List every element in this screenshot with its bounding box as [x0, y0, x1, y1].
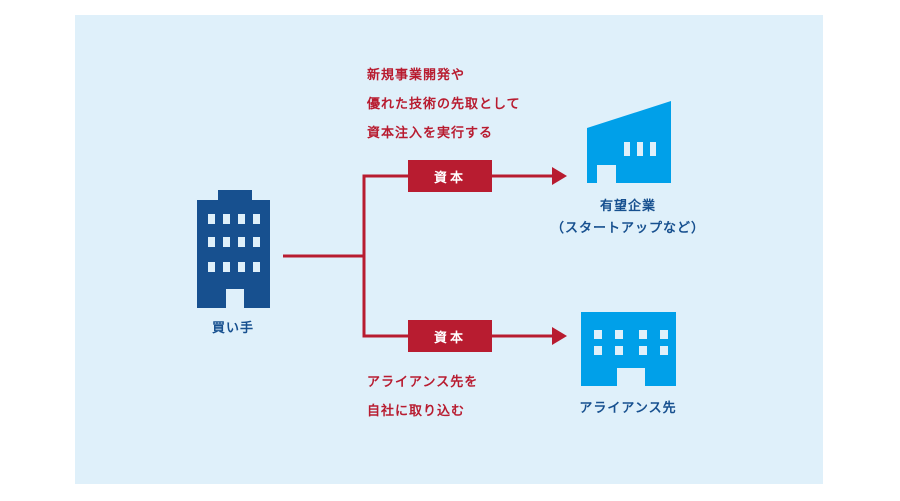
arrowhead-top-icon: [552, 167, 567, 185]
startup-description-line: 新規事業開発や: [367, 68, 466, 83]
startup-label-line: （スタートアップなど）: [550, 221, 705, 236]
startup-description-line: 優れた技術の先取として: [367, 97, 521, 112]
alliance-description: アライアンス先を 自社に取り込む: [367, 368, 478, 426]
arrowhead-bottom-icon: [552, 327, 567, 345]
alliance-label-line: アライアンス先: [579, 401, 677, 416]
startup-label-line: 有望企業: [599, 199, 656, 214]
startup-label: 有望企業 （スタートアップなど）: [548, 196, 708, 240]
capital-box-top: 資本: [408, 160, 492, 192]
alliance-description-line: 自社に取り込む: [367, 404, 466, 419]
startup-description: 新規事業開発や 優れた技術の先取として 資本注入を実行する: [367, 61, 521, 148]
startup-description-line: 資本注入を実行する: [367, 126, 494, 141]
capital-label-bottom: 資本: [433, 330, 466, 346]
buyer-label: 買い手: [211, 321, 254, 336]
capital-box-bottom: 資本: [408, 320, 492, 352]
alliance-label: アライアンス先: [548, 398, 708, 420]
capital-label-top: 資本: [433, 170, 466, 186]
alliance-description-line: アライアンス先を: [367, 375, 479, 390]
